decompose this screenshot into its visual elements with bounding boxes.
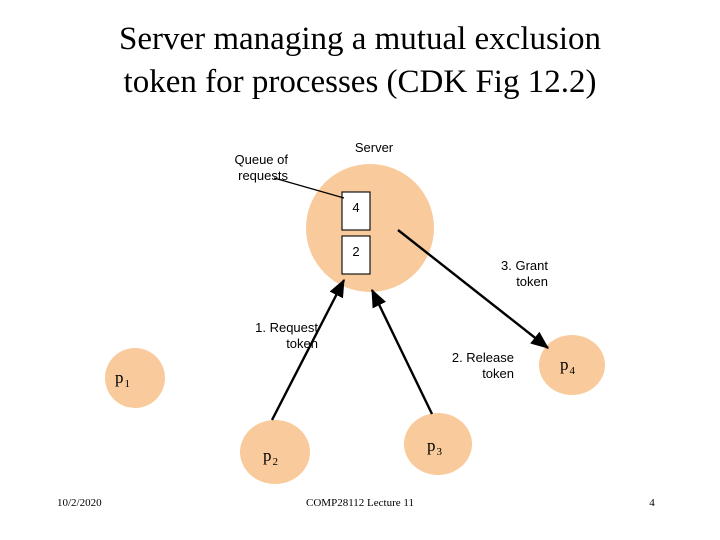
arrow-request-token	[270, 278, 346, 421]
server-label: Server	[354, 140, 394, 155]
process-node-p2	[240, 420, 310, 484]
process-node-p4	[539, 335, 605, 395]
footer-date: 10/2/2020	[57, 497, 102, 509]
process-label-p3: p3	[427, 436, 442, 458]
footer-page-number: 4	[649, 497, 655, 509]
process-label-p4: p4	[560, 355, 575, 377]
footer-course: COMP28112 Lecture 11	[306, 497, 414, 509]
queue-cell-1	[341, 191, 371, 231]
queue-label: Queue of requests	[234, 152, 289, 183]
process-label-p2: p2	[263, 446, 278, 468]
queue-entry-0: 4	[352, 200, 360, 215]
message-label-request: 1. Request token	[255, 320, 318, 351]
arrow-grant-token	[397, 229, 549, 349]
queue-cell-2	[341, 235, 371, 275]
page-title: Server managing a mutual exclusion token…	[118, 21, 602, 100]
process-node-p3	[404, 413, 472, 475]
message-label-release: 2. Release token	[451, 350, 514, 381]
arrow-release-token	[370, 288, 434, 415]
message-label-grant: 3. Grant token	[501, 258, 548, 289]
queue-leader-line	[273, 177, 345, 199]
process-node-p1	[105, 348, 165, 408]
queue-entry-1: 2	[352, 244, 360, 259]
process-label-p1: p1	[115, 368, 130, 390]
